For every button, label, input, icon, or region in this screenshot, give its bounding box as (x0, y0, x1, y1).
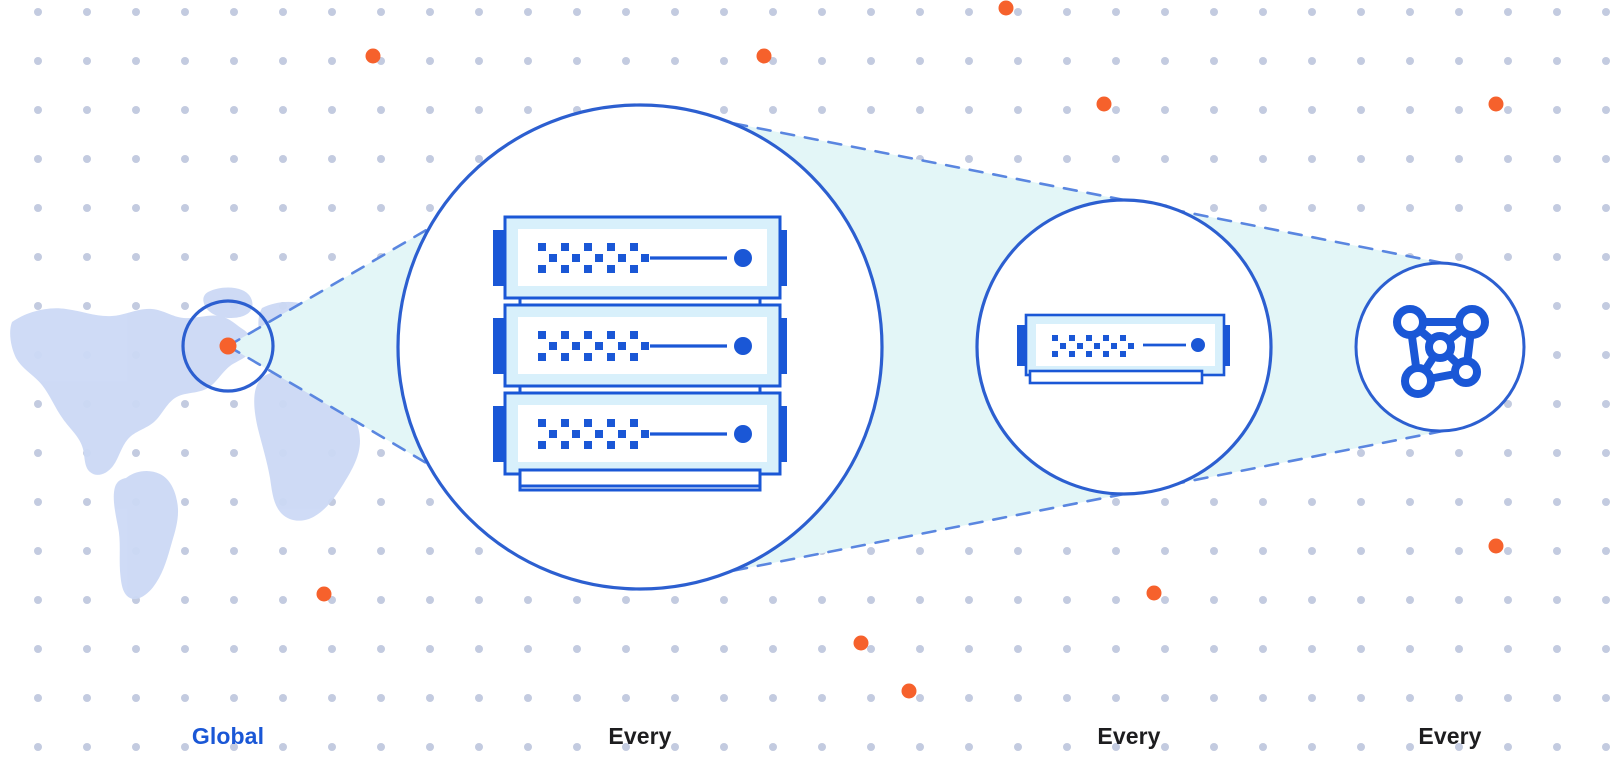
accent-dot (365, 48, 381, 64)
unit-vent-grid (538, 243, 649, 273)
stage-label-server: Every server (1029, 669, 1229, 782)
unit-status-led-icon (734, 425, 752, 443)
stage-circle-global-network[interactable] (181, 299, 275, 393)
unit-vent-grid (538, 331, 649, 361)
unit-base (1028, 369, 1204, 385)
accent-dot (901, 683, 917, 699)
server-unit (493, 215, 787, 300)
stage-label-service: Every service (1350, 669, 1550, 782)
server-unit (493, 303, 787, 388)
graph-node (1451, 357, 1481, 387)
graph-node (1401, 364, 1435, 398)
graph-nodes (1393, 305, 1489, 398)
unit-vent-grid (1052, 335, 1134, 357)
unit-vent-grid (538, 419, 649, 449)
unit-status-led-icon (734, 249, 752, 267)
accent-dot (1146, 585, 1162, 601)
stage-label-line1: Every (1418, 723, 1482, 750)
rack-base (518, 468, 762, 488)
accent-dot (853, 635, 869, 651)
accent-dot (998, 0, 1014, 16)
stage-label-line1: Every (608, 723, 672, 750)
accent-dot (756, 48, 772, 64)
accent-dot (1488, 96, 1504, 112)
global-network-marker-icon (219, 337, 237, 355)
server-rack-icon (493, 215, 787, 492)
accent-dot (316, 586, 332, 602)
global-network-circle (181, 299, 275, 393)
server-unit (493, 391, 787, 476)
stage-label-data-center: Every data center (520, 669, 760, 782)
unit-status-led-icon (1191, 338, 1205, 352)
server-unit-icon (1017, 313, 1230, 385)
network-graph-icon (1393, 305, 1489, 398)
stage-label-line1: Global (191, 723, 265, 750)
accent-dots (316, 0, 1504, 699)
stage-label-global-network: Global network (128, 669, 328, 782)
graph-node (1393, 305, 1427, 339)
unit-status-led-icon (734, 337, 752, 355)
graph-node-center (1425, 332, 1455, 362)
accent-dot (1096, 96, 1112, 112)
stage-label-line1: Every (1097, 723, 1161, 750)
graph-node (1455, 305, 1489, 339)
accent-dot (1488, 538, 1504, 554)
